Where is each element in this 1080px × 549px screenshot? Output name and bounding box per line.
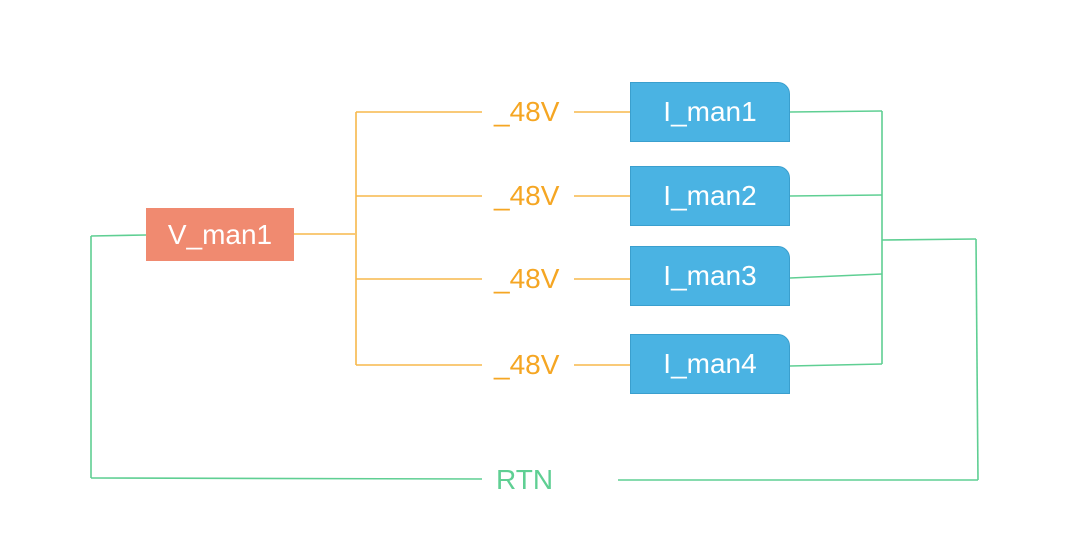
- return-wire-bottom-left: [90, 477, 483, 480]
- return-wire-right-vertical: [975, 238, 979, 481]
- supply-wires: [294, 111, 630, 366]
- voltage-label-1: _48V: [494, 96, 560, 127]
- return-wire-to-source: [90, 234, 147, 237]
- return-wire-load-4: [789, 363, 883, 367]
- return-wire-load-1: [789, 110, 883, 113]
- return-wires: [90, 110, 979, 481]
- voltage-label-3: _48V: [494, 263, 560, 294]
- load-label-3: I_man3: [663, 260, 757, 291]
- load-box-4: I_man4: [630, 334, 790, 394]
- return-wire-bus-to-right: [881, 238, 977, 241]
- return-label: RTN: [496, 464, 554, 495]
- load-label-1: I_man1: [663, 96, 757, 127]
- voltage-label-4: _48V: [494, 349, 560, 380]
- load-box-3: I_man3: [630, 246, 790, 306]
- voltage-label-2: _48V: [494, 180, 560, 211]
- load-box-1: I_man1: [630, 82, 790, 142]
- return-wire-load-3: [789, 273, 883, 279]
- load-box-2: I_man2: [630, 166, 790, 226]
- load-label-2: I_man2: [663, 180, 757, 211]
- source-box: V_man1: [146, 208, 294, 261]
- source-label: V_man1: [167, 218, 273, 250]
- return-wire-load-2: [789, 194, 883, 197]
- load-label-4: I_man4: [663, 348, 757, 379]
